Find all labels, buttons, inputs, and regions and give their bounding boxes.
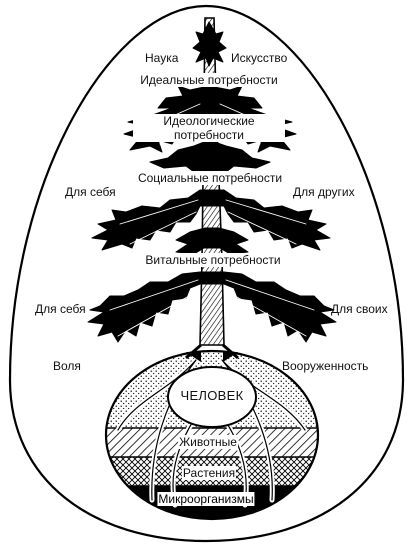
label-vital-needs: Витальные потребности (144, 253, 282, 267)
label-ideal-needs: Идеальные потребности (139, 73, 279, 87)
label-human: ЧЕЛОВЕК (180, 388, 244, 403)
crown-top (192, 21, 227, 67)
label-art: Искусство (230, 51, 289, 65)
tier-vital-upper (175, 227, 249, 255)
tier-social-branches (91, 189, 331, 251)
label-armament: Вооруженность (282, 359, 369, 373)
label-ideological-line1: Идеологические (163, 114, 255, 128)
label-science: Наука (144, 51, 180, 65)
tier-vital-branches (87, 271, 337, 343)
tier-social-upper (149, 139, 271, 173)
label-ideological-needs: Идеологические потребности (133, 114, 285, 142)
label-plants: Растения (181, 466, 237, 480)
label-microorganisms: Микроорганизмы (157, 492, 255, 506)
label-vital-for-own: Для своих (331, 302, 388, 316)
label-vital-for-self: Для себя (35, 302, 86, 316)
label-social-needs: Социальные потребности (136, 171, 284, 185)
egg-outline (8, 4, 405, 543)
label-animals: Животные (178, 435, 238, 449)
label-social-for-others: Для других (293, 185, 355, 199)
label-ideological-line2: потребности (174, 128, 244, 142)
label-social-for-self: Для себя (65, 185, 116, 199)
label-will: Воля (53, 359, 81, 373)
human-oval (167, 366, 257, 428)
